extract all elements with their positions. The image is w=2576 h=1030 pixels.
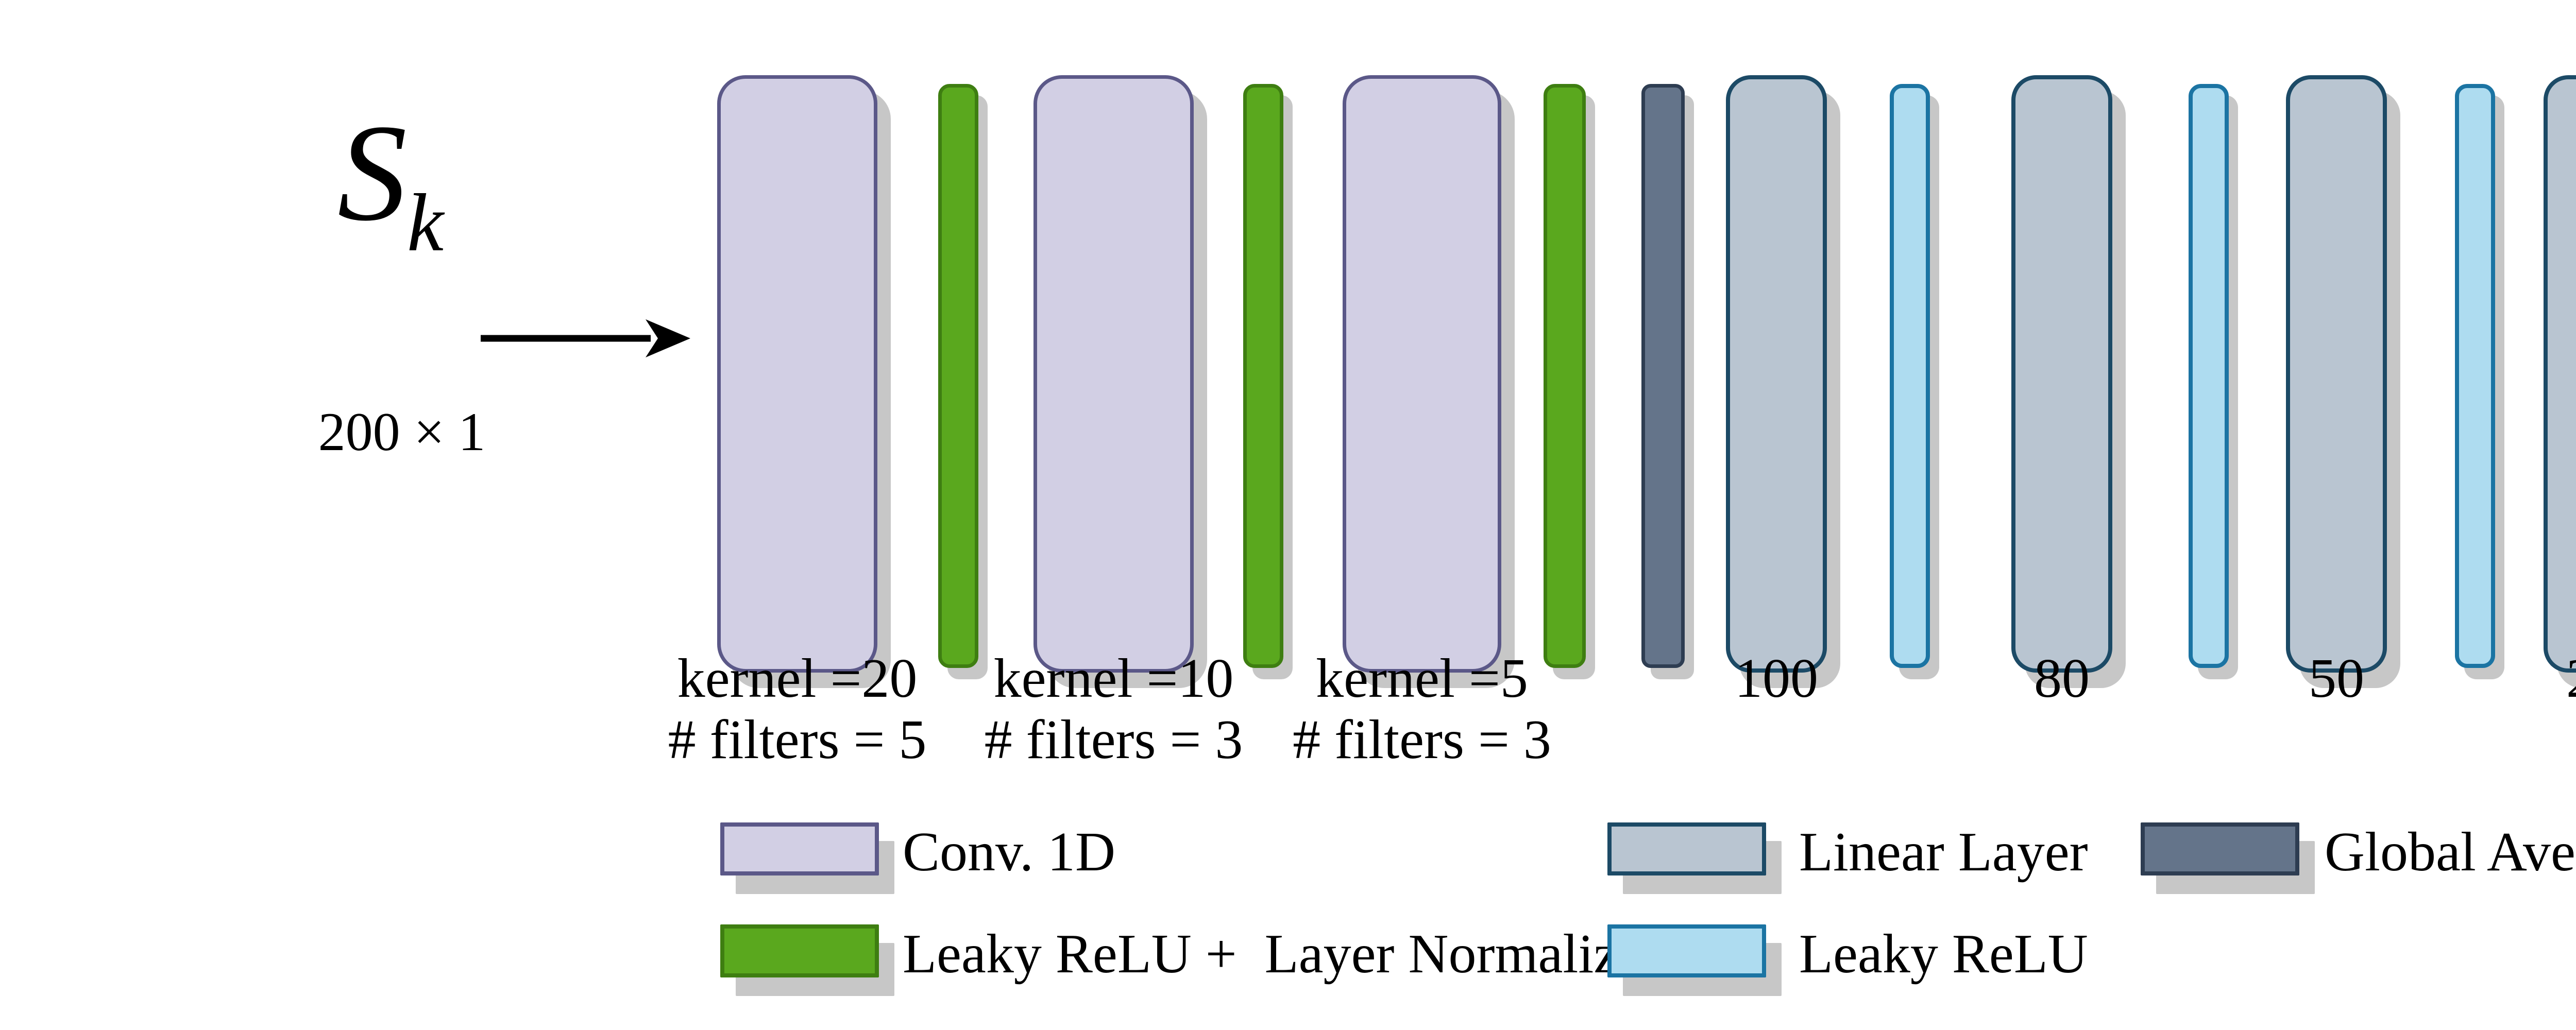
legend-label: Leaky ReLU + Layer Normalization — [903, 923, 1730, 985]
linear-layer-block-4 — [2544, 75, 2576, 673]
legend-swatch-gap — [2141, 822, 2299, 876]
legend-swatch-act — [720, 924, 879, 977]
input-dimension-label: 200 × 1 — [318, 402, 486, 462]
legend-label: Conv. 1D — [903, 821, 1116, 883]
conv1d-block-1 — [717, 75, 877, 673]
leaky-relu-bar-1 — [1890, 84, 1930, 668]
legend-label: Leaky ReLU — [1799, 923, 2088, 985]
leakyrelu-layernorm-bar-1 — [938, 84, 978, 668]
layer-label: kernel =20# filters = 5 — [668, 648, 927, 770]
leakyrelu-layernorm-bar-2 — [1243, 84, 1283, 668]
input-symbol-subscript: k — [407, 177, 444, 268]
legend-label: Linear Layer — [1799, 821, 2088, 883]
leakyrelu-layernorm-bar-3 — [1544, 84, 1586, 668]
layer-label: 50 — [2309, 648, 2364, 709]
leaky-relu-bar-2 — [2189, 84, 2229, 668]
linear-layer-block-1 — [1726, 75, 1827, 673]
legend-swatch-conv — [720, 822, 879, 876]
input-arrow — [481, 319, 690, 357]
global-average-pooling-bar — [1641, 84, 1685, 668]
legend-label: Global Average Pooling — [2325, 821, 2576, 883]
input-symbol-main: S — [337, 96, 407, 250]
leaky-relu-bar-3 — [2455, 84, 2495, 668]
layer-label: 20 — [2566, 648, 2576, 709]
layer-label: kernel =5# filters = 3 — [1293, 648, 1551, 770]
conv1d-block-3 — [1343, 75, 1501, 673]
layer-label: 80 — [2034, 648, 2090, 709]
legend-swatch-linear — [1607, 822, 1766, 876]
layer-label: kernel =10# filters = 3 — [984, 648, 1243, 770]
linear-layer-block-2 — [2011, 75, 2112, 673]
layer-label: 100 — [1735, 648, 1818, 709]
legend-swatch-relu — [1607, 924, 1766, 977]
input-symbol: Sk — [337, 104, 444, 264]
conv1d-block-2 — [1033, 75, 1194, 673]
linear-layer-block-3 — [2286, 75, 2387, 673]
